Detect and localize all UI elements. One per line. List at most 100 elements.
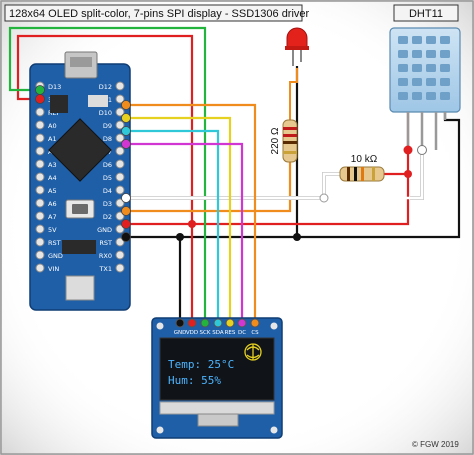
junctions	[176, 170, 412, 241]
nano-pin-label: VIN	[48, 265, 59, 273]
nano-pin-label: GND	[48, 252, 63, 260]
oled-pin	[250, 318, 260, 328]
nano-pin-left	[35, 172, 45, 182]
nano-pin-label: A1	[48, 135, 57, 143]
nano-pin-left	[35, 185, 45, 195]
nano-pin-left	[35, 211, 45, 221]
nano-pin-label: D8	[103, 135, 112, 143]
sensor-vent	[398, 36, 408, 44]
nano-pin-right	[115, 81, 125, 91]
nano-pin-label: A0	[48, 122, 57, 130]
resistor-10k-label: 10 kΩ	[351, 154, 378, 165]
nano-pin-right	[115, 133, 125, 143]
sensor-title: DHT11	[409, 8, 443, 20]
oled-pin-label: GND	[174, 330, 187, 336]
oled-pin-label: SDA	[212, 330, 224, 336]
nano-pin-right	[115, 211, 125, 221]
sensor-vent	[412, 92, 422, 100]
nano-pin-right	[115, 185, 125, 195]
oled-pin	[175, 318, 185, 328]
wire-led-top	[289, 68, 298, 120]
brain-icon	[244, 343, 262, 361]
oled-pin-label: CS	[251, 330, 259, 336]
nano-pin-right	[115, 263, 125, 273]
nano-pin-right	[115, 107, 125, 117]
oled-pin	[200, 318, 210, 328]
sensor-vent	[426, 78, 436, 86]
nano-pin-label: A5	[48, 187, 57, 195]
copyright-label: © FGW 2019	[412, 440, 459, 449]
nano-pin-label: D13	[48, 83, 61, 91]
sensor-vent	[440, 92, 450, 100]
pin-connection	[121, 139, 131, 149]
nano-pin-right	[115, 250, 125, 260]
mcu-chip	[48, 118, 112, 182]
nano-pin-label: 5V	[48, 226, 57, 234]
nano-pin-label: A4	[48, 174, 57, 182]
resistor-220: 220 Ω	[270, 119, 298, 163]
sensor-vent	[426, 64, 436, 72]
oled-pin-label: SCK	[200, 330, 211, 336]
pin-connection	[121, 219, 131, 229]
sensor-vent	[440, 78, 450, 86]
nano-pin-left	[35, 133, 45, 143]
sensor-vent	[398, 92, 408, 100]
dht11-sensor	[389, 27, 461, 155]
wire-sck	[8, 26, 207, 323]
nano-pin-label: D3	[103, 200, 112, 208]
sensor-vent	[426, 92, 436, 100]
nano-pin-left	[35, 120, 45, 130]
nano-pin-right	[115, 237, 125, 247]
diagram-title: 128x64 OLED split-color, 7-pins SPI disp…	[9, 8, 310, 20]
resistor-10k: 10 kΩ	[339, 154, 385, 182]
pin-connection	[121, 100, 131, 110]
wire-sda	[126, 129, 220, 323]
nano-pin-right	[115, 159, 125, 169]
oled-pin	[187, 318, 197, 328]
nano-pin-left	[35, 107, 45, 117]
sensor-vent	[440, 50, 450, 58]
sensor-vent	[440, 36, 450, 44]
nano-pin-left	[35, 263, 45, 273]
resistor-220-label: 220 Ω	[270, 127, 281, 154]
sensor-vent	[426, 36, 436, 44]
nano-pin-label: D4	[103, 187, 112, 195]
nano-pin-left	[35, 159, 45, 169]
nano-pin-label: D5	[103, 174, 112, 182]
sensor-vent	[426, 50, 436, 58]
oled-line-1: Temp: 25°C	[168, 358, 234, 371]
title-box: 128x64 OLED split-color, 7-pins SPI disp…	[4, 4, 310, 22]
oled-pin-label: RES	[225, 330, 236, 336]
pin-connection	[121, 193, 131, 203]
oled-pin	[237, 318, 247, 328]
nano-pin-right	[115, 172, 125, 182]
oled-pin-label: VDD	[186, 330, 198, 336]
arduino-nano: D133V3REFA0A1A2A3A4A5A6A75VRSTGNDVIN D12…	[29, 51, 131, 311]
nano-pin-label: RX0	[99, 252, 112, 260]
nano-pin-right	[115, 94, 125, 104]
red-led	[285, 27, 309, 66]
wire-cs	[126, 103, 257, 323]
sensor-vent	[412, 64, 422, 72]
pin-connection	[121, 113, 131, 123]
nano-pin-label: A7	[48, 213, 57, 221]
pin-connection	[121, 232, 131, 242]
oled-pin	[225, 318, 235, 328]
sensor-vent	[398, 64, 408, 72]
nano-pin-label: RST	[48, 239, 61, 247]
sensor-vent	[412, 78, 422, 86]
pin-connection	[35, 94, 45, 104]
nano-pin-left	[35, 224, 45, 234]
nano-pin-left	[35, 250, 45, 260]
oled-pin	[213, 318, 223, 328]
nano-pin-label: GND	[97, 226, 112, 234]
oled-pin-label: DC	[238, 330, 246, 336]
nano-pin-right	[115, 198, 125, 208]
nano-pin-label: A3	[48, 161, 57, 169]
nano-pin-label: D12	[99, 83, 112, 91]
pin-connection	[121, 126, 131, 136]
sensor-vent	[398, 50, 408, 58]
nano-pin-label: D10	[99, 109, 112, 117]
